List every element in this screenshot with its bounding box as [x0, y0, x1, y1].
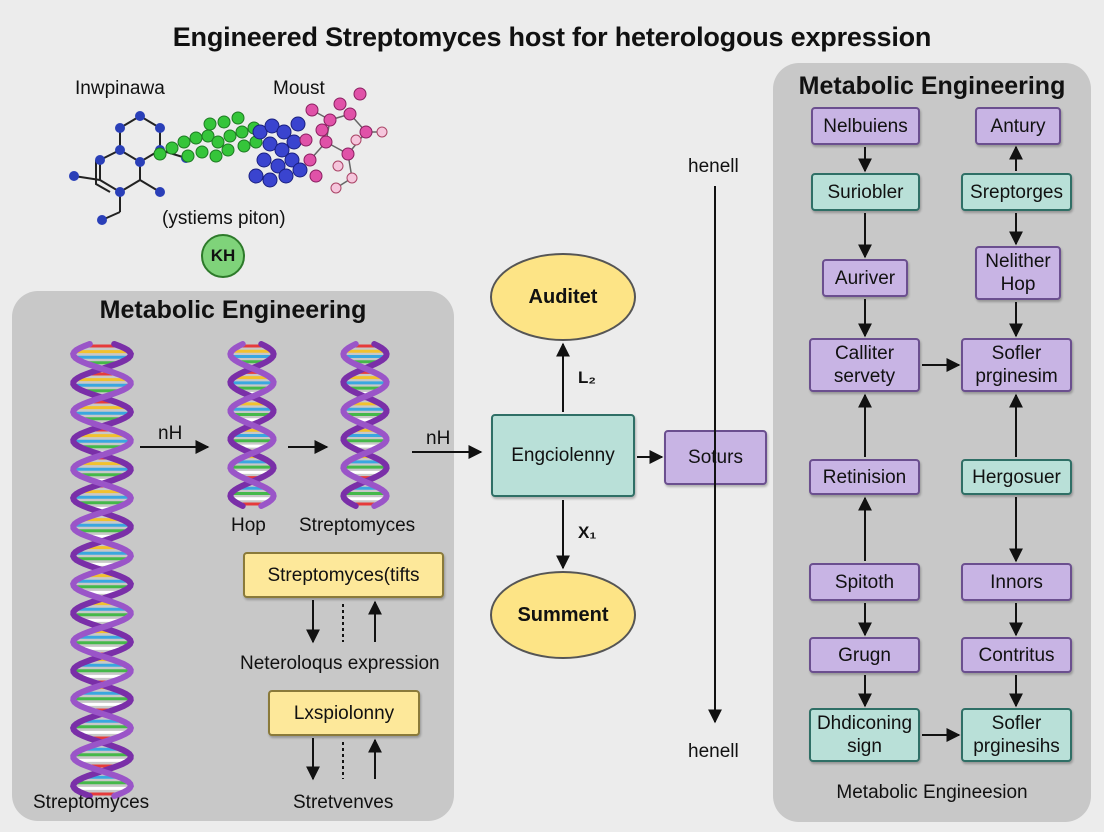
rp-box-left-5: Retinision — [809, 459, 920, 495]
rp-box-left-1: Nelbuiens — [811, 107, 920, 145]
arrow-label-nh-2: nH — [426, 428, 451, 449]
left-panel-title: Metabolic Engineering — [99, 296, 367, 324]
down-arrow-label: X₁ — [578, 523, 597, 542]
molecule-illustration — [69, 87, 388, 225]
rp-box-right-8: Sofler prginesihs — [961, 708, 1072, 762]
timeline-top-label: henell — [688, 156, 739, 177]
kh-badge-label: KH — [210, 246, 236, 265]
molecule-caption: (ystiems piton) — [162, 208, 286, 229]
helix-label-hop: Hop — [231, 515, 266, 536]
rp-box-left-4: Calliter servety — [809, 338, 920, 392]
molecule-label-right: Moust — [273, 78, 325, 99]
ellipse-summent: Summent — [490, 571, 636, 659]
rp-box-right-1: Antury — [975, 107, 1061, 145]
diagram-title: Engineered Streptomyces host for heterol… — [172, 22, 932, 52]
rp-box-left-6: Spitoth — [809, 563, 920, 601]
dna-helix-streptomyces — [340, 341, 390, 509]
bottom-label-streptomyces: Streptomyces — [33, 792, 150, 813]
rp-box-right-4: Sofler prginesim — [961, 338, 1072, 392]
box-engciolenny: Engciolenny — [491, 414, 635, 497]
right-panel-title: Metabolic Engineering — [798, 72, 1066, 100]
molecule-label-left: Inwpinawa — [75, 78, 165, 99]
rp-box-right-7: Contritus — [961, 637, 1072, 673]
timeline-bottom-label: henell — [688, 741, 739, 762]
ellipse-auditet: Auditet — [490, 253, 636, 341]
rp-box-left-2: Suriobler — [811, 173, 920, 211]
helix-label-streptomyces: Streptomyces — [299, 515, 416, 536]
bottom-center-label: Stretvenves — [293, 792, 394, 813]
arrow-label-nh-1: nH — [158, 423, 183, 444]
rp-box-left-3: Auriver — [822, 259, 908, 297]
heterologous-expression-label: Neteroloqus expression — [240, 653, 440, 674]
rp-box-left-8: Dhdiconing sign — [809, 708, 920, 762]
rp-box-right-2: Sreptorges — [961, 173, 1072, 211]
right-panel-footer: Metabolic Engineesion — [836, 782, 1028, 803]
rp-box-right-3: Nelither Hop — [975, 246, 1061, 300]
dna-helix-long — [70, 341, 134, 799]
rp-box-right-5: Hergosuer — [961, 459, 1072, 495]
rp-box-left-7: Grugn — [809, 637, 920, 673]
rp-box-right-6: Innors — [961, 563, 1072, 601]
kh-badge: KH — [201, 234, 245, 278]
box-streptomyces-tifts: Streptomyces(tifts — [243, 552, 444, 598]
box-lxspiolonny: Lxspiolonny — [268, 690, 420, 736]
dna-helix-hop — [227, 341, 277, 509]
up-arrow-label: L₂ — [578, 368, 596, 387]
